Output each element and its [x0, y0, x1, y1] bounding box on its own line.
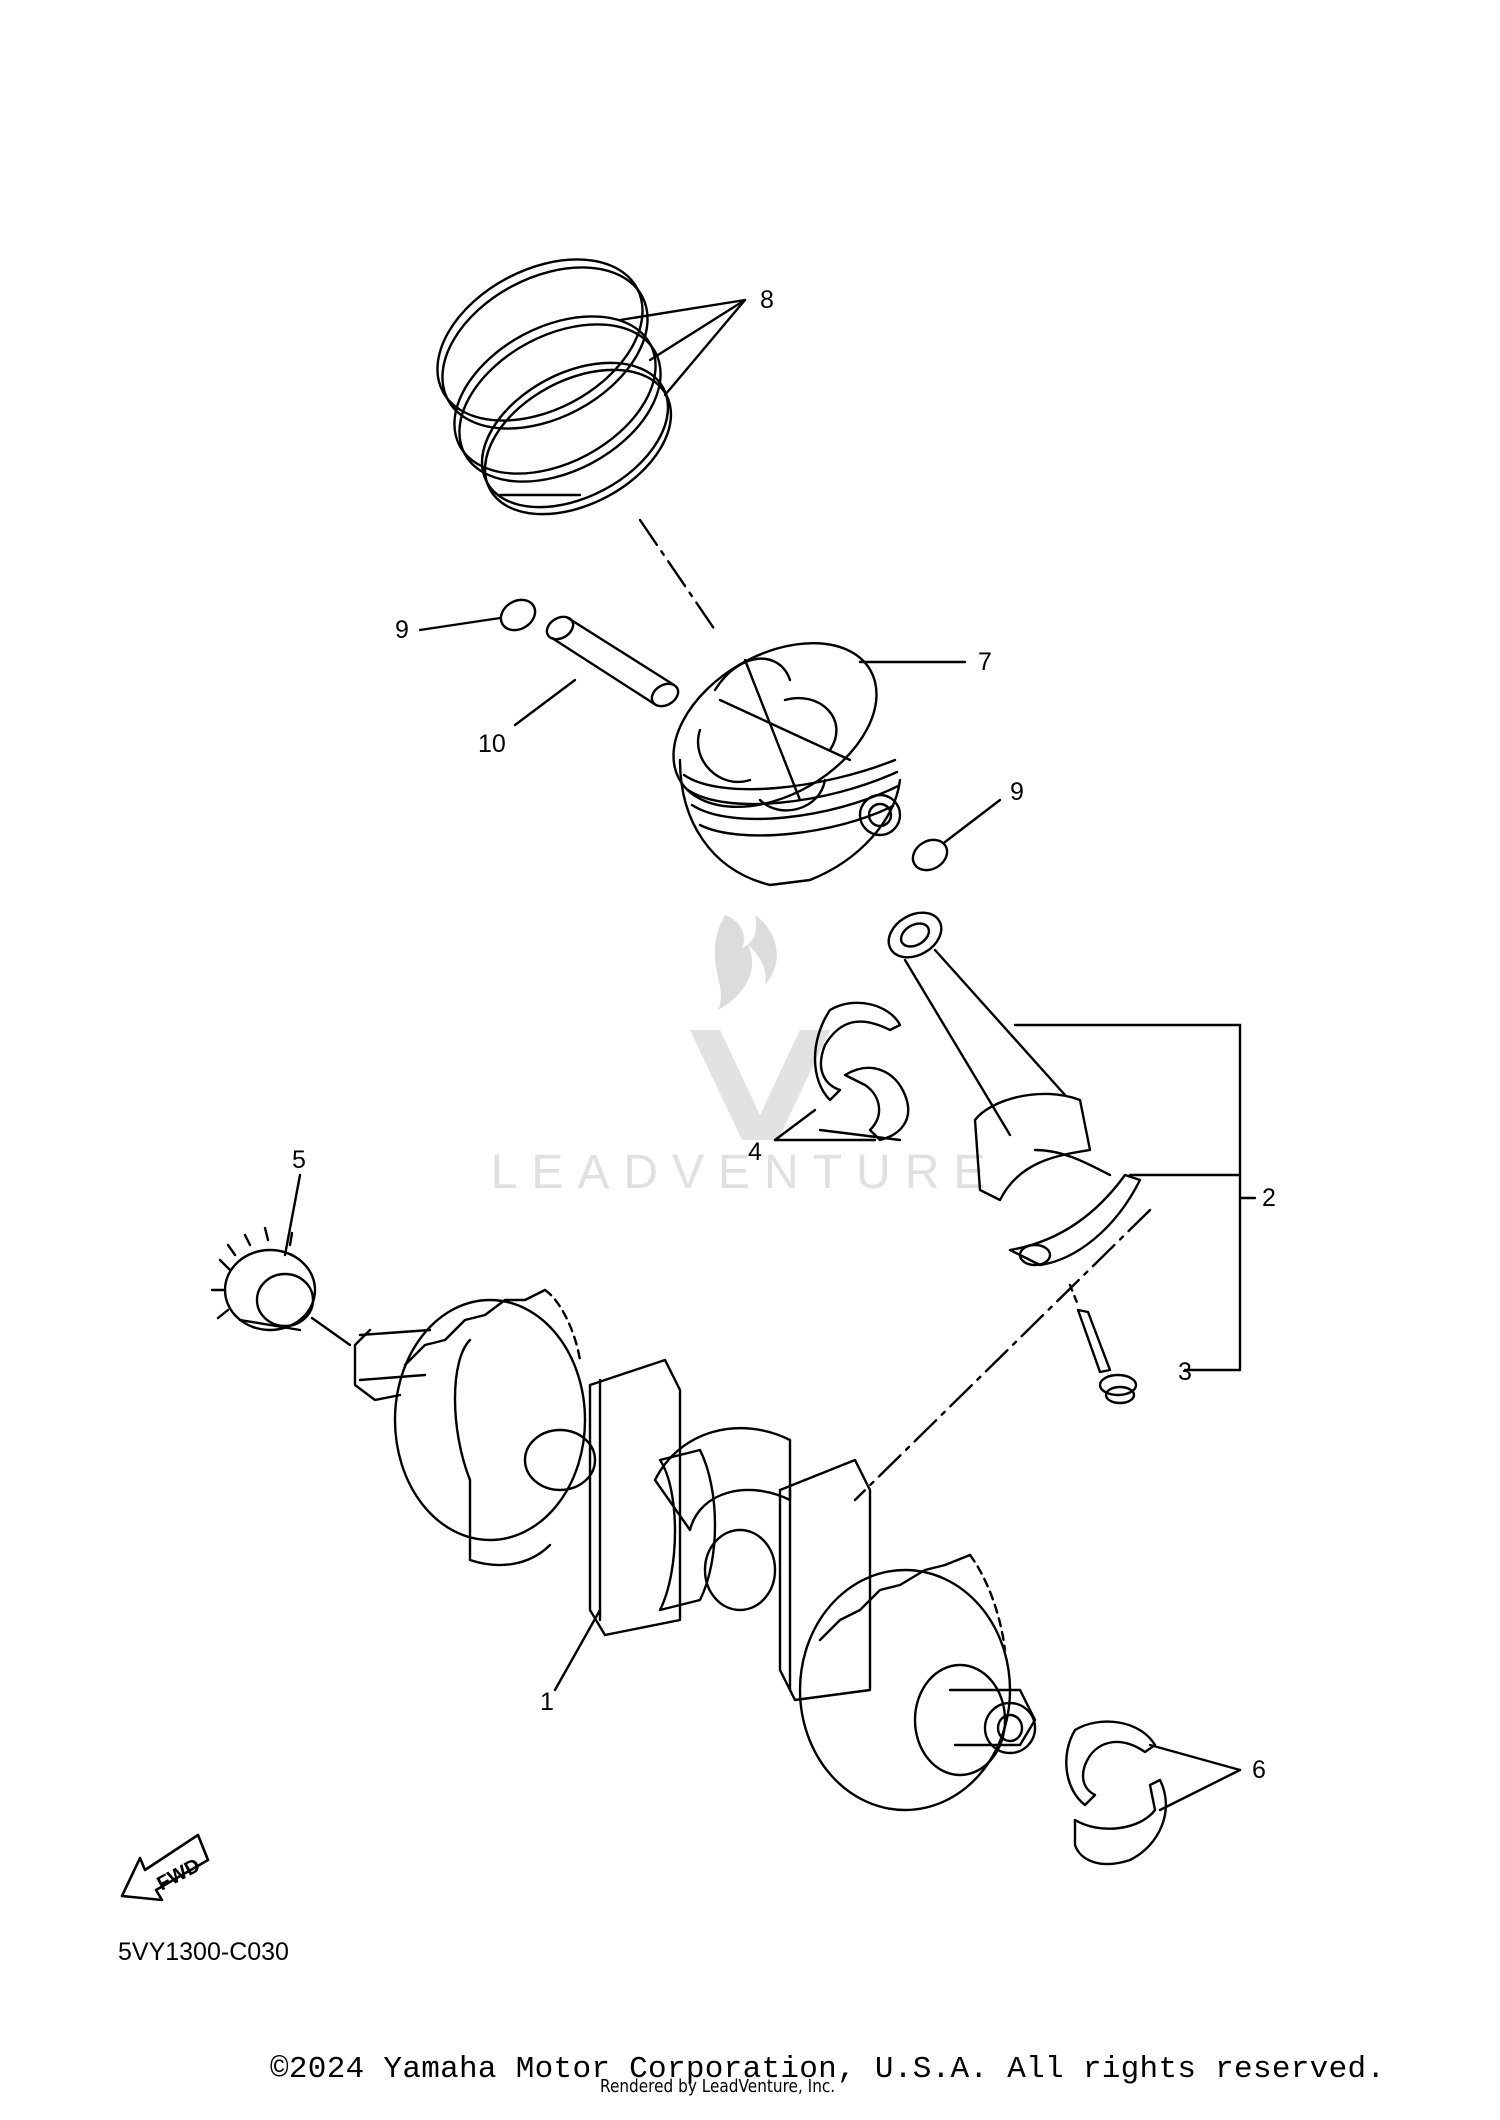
- callout-8: 8: [760, 286, 774, 314]
- watermark-text: LEADVENTURE: [491, 1146, 1000, 1199]
- center-line-gear-crank: [310, 1316, 352, 1347]
- copyright-notice: ©2024 Yamaha Motor Corporation, U.S.A. A…: [270, 2052, 1386, 2087]
- rendered-by-notice: Rendered by LeadVenture, Inc.: [600, 2076, 836, 2097]
- callout-1-leader: [553, 1608, 602, 1692]
- callout-2: 2: [1262, 1184, 1276, 1212]
- callout-10-leader: [513, 678, 577, 727]
- callout-4-leaders: [773, 1108, 877, 1142]
- callout-1: 1: [540, 1688, 554, 1716]
- center-line-rod-crank: [853, 1208, 1152, 1502]
- callout-10: 10: [478, 730, 506, 758]
- fwd-arrow-icon: [120, 1833, 210, 1902]
- callout-9-left-leader: [418, 616, 502, 632]
- primary-gear-part: [210, 1226, 317, 1332]
- circlip-left-part: [499, 598, 537, 632]
- main-bearing-part: [1065, 1720, 1168, 1866]
- circlip-right-part: [911, 838, 949, 872]
- callout-5-leader: [283, 1173, 302, 1257]
- callout-6-leaders: [1148, 1743, 1242, 1812]
- piston-part: [672, 641, 902, 887]
- center-line-rings-piston: [638, 518, 717, 632]
- crankshaft-part: [353, 1288, 1037, 1812]
- callout-8-leaders: [618, 298, 747, 397]
- callout-4: 4: [748, 1138, 762, 1166]
- rod-bearing-part: [813, 1001, 910, 1142]
- piston-pin-part: [545, 615, 680, 708]
- callout-7: 7: [978, 648, 992, 676]
- callout-9-right: 9: [1010, 778, 1024, 806]
- leadventure-watermark-logo: [690, 915, 830, 1140]
- callout-6: 6: [1252, 1756, 1266, 1784]
- callout-9-left: 9: [395, 616, 409, 644]
- callout-5: 5: [292, 1146, 306, 1174]
- callout-2-bracket: [1013, 1023, 1257, 1372]
- callout-3: 3: [1178, 1358, 1192, 1386]
- callout-9-right-leader: [943, 798, 1002, 844]
- connecting-rod-part: [887, 911, 1142, 1267]
- rod-bolt-part: [1068, 1283, 1138, 1405]
- piston-rings-part: [436, 258, 673, 516]
- diagram-code: 5VY1300-C030: [118, 1938, 289, 1966]
